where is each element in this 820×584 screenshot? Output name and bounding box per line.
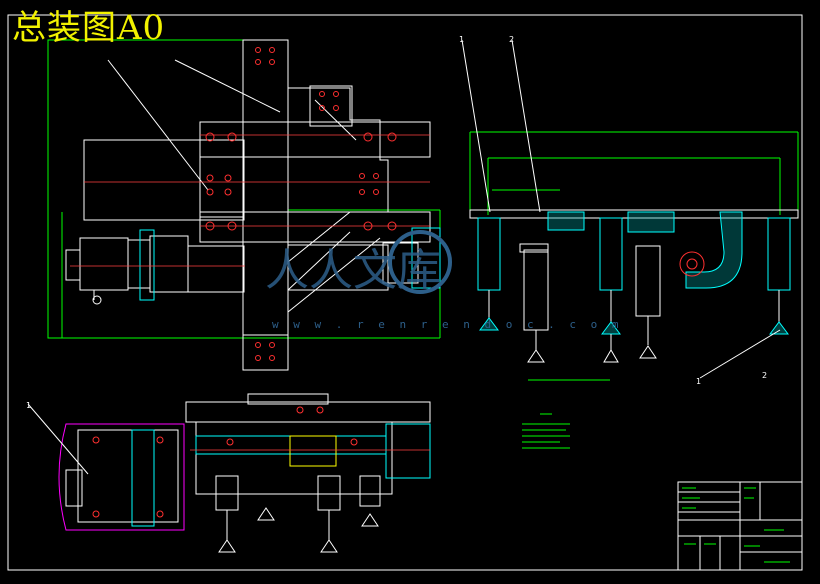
watermark-url: w w w . r e n r e n d o c . c o m: [272, 318, 623, 331]
callout-2-top: 2: [509, 35, 514, 44]
top-right-view: [461, 39, 799, 381]
bottom-left-holes: [92, 406, 430, 518]
top-left-holes: [205, 47, 397, 361]
drawing-title: 总装图A0: [12, 8, 166, 48]
title-block-text: [682, 487, 790, 563]
technical-notes: [522, 413, 570, 449]
callout-1-right: 1: [696, 377, 701, 386]
watermark-logo-icon: [388, 230, 452, 294]
drawing-frame: [7, 14, 803, 571]
bottom-left-view: [27, 393, 431, 553]
watermark-logo-text: 人人文库: [265, 245, 441, 296]
title-block: [677, 481, 803, 571]
top-left-view: [47, 39, 441, 371]
callout-1-top: 1: [459, 35, 464, 44]
top-left-centerlines: [70, 134, 430, 267]
callout-2-right: 2: [762, 371, 767, 380]
callout-1-bottom: 1: [26, 401, 31, 410]
